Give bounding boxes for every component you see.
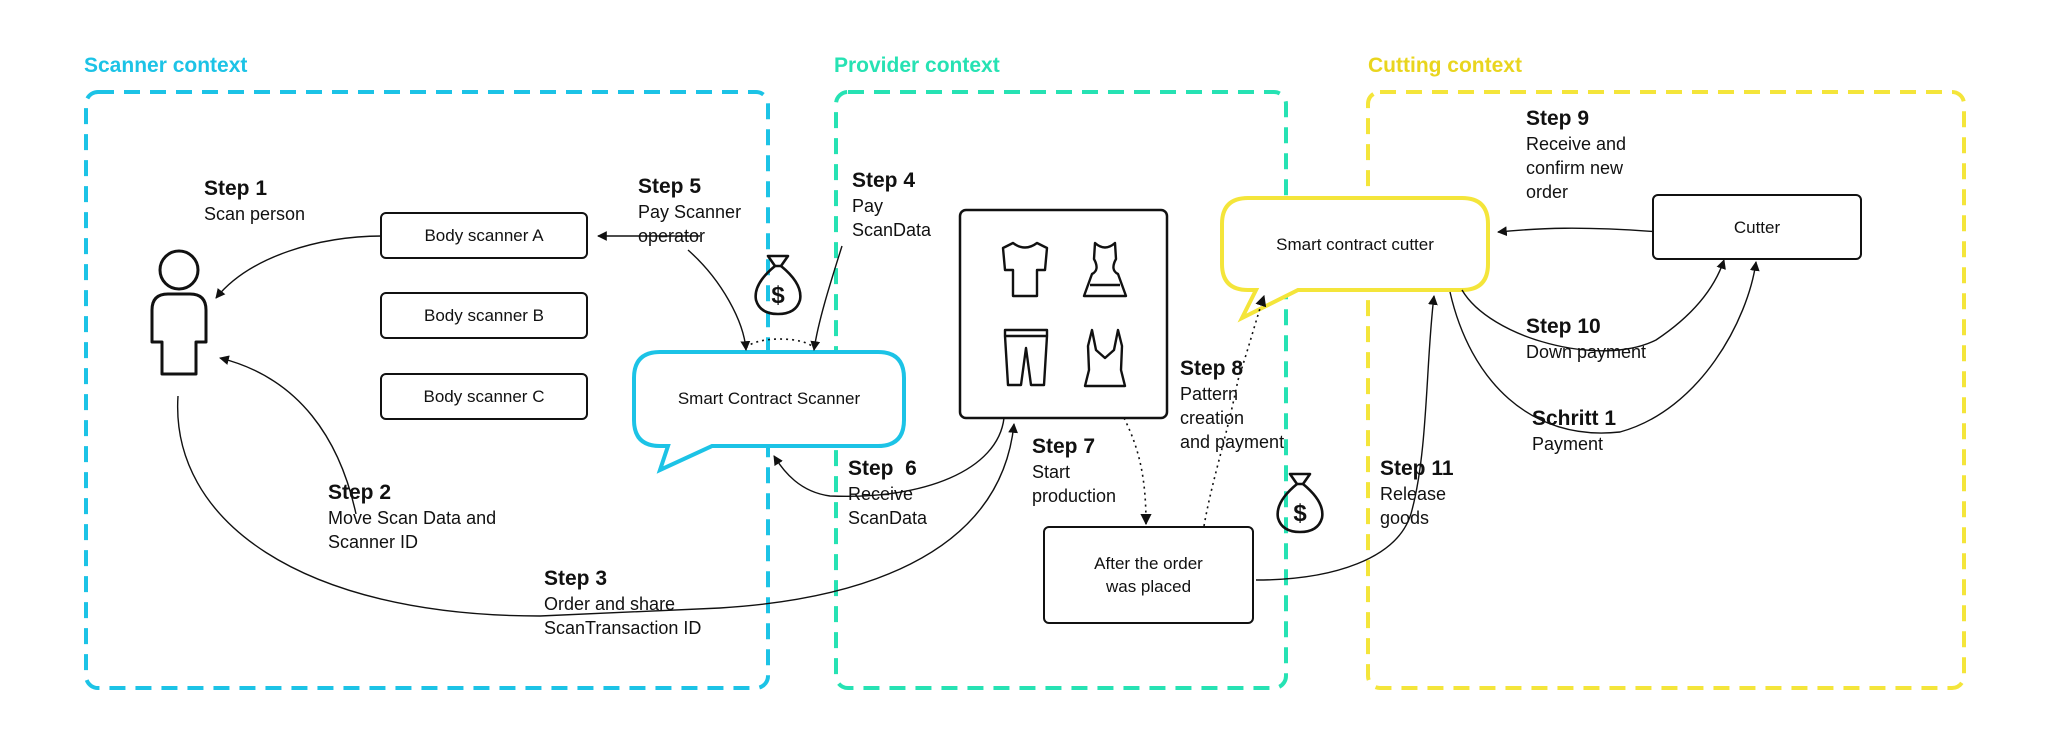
step-11-text-1: Release [1380,484,1447,504]
after-order-label-1: After the order [1094,554,1203,573]
pants-icon [1003,328,1049,387]
step-3-title: Step 3 [544,567,608,590]
step-6-title: Step 6 [848,457,917,480]
step1-arrow [215,235,384,299]
step-3-text-1: Order and share [544,594,676,614]
step9-arrow [1497,226,1661,237]
schritt1-arrow [1449,261,1760,434]
body-scanner-a: Body scanner A [380,212,588,259]
step-6-text-1: Receive [848,484,914,504]
dress-icon [1082,241,1128,298]
step4-curve [810,245,843,351]
step-9-label: Step 9 Receive and confirm new order [1526,106,1626,204]
svg-text:$: $ [771,282,785,309]
step-11-label: Step 11 Release goods [1380,456,1454,530]
step-10-title: Step 10 [1526,315,1601,338]
provider-context-title: Provider context [834,54,1000,77]
smart-contract-cutter-bubble [1220,196,1490,323]
smart-contract-scanner-label: Smart Contract Scanner [677,389,861,408]
step-1-label: Step 1 Scan person [204,176,305,226]
step-5-text-1: Pay Scanner [638,202,742,222]
step-4-text-1: Pay [852,196,884,216]
step-8-text-1: Pattern [1180,384,1239,404]
step-1-text: Scan person [204,204,306,224]
step5-curve [687,249,751,351]
step-9-text-3: order [1526,182,1569,202]
step-8-title: Step 8 [1180,357,1244,380]
step-11-text-2: goods [1380,508,1430,528]
step-7-text-2: production [1032,486,1117,506]
body-scanner-b: Body scanner B [380,292,588,339]
step-7-title: Step 7 [1032,435,1096,458]
step-9-title: Step 9 [1526,107,1590,130]
step8-dotted-arrow [1203,294,1267,527]
scanner-context-title: Scanner context [84,54,248,77]
step-4-text-2: ScanData [852,220,932,240]
step-3-text-2: ScanTransaction ID [544,618,702,638]
after-order-box: After the order was placed [1043,526,1254,624]
smart-contract-cutter-label: Smart contract cutter [1276,235,1434,254]
step7-dotted-arrow [1123,417,1152,526]
step-4-title: Step 4 [852,169,916,192]
after-order-label-2: was placed [1105,577,1192,596]
schritt-1-title: Schritt 1 [1532,407,1617,430]
step-11-title: Step 11 [1380,457,1454,480]
cutting-context-frame [1366,90,1966,690]
step-10-text: Down payment [1526,342,1647,362]
step-10-label: Step 10 Down payment [1526,314,1646,364]
body-scanner-c: Body scanner C [380,373,588,420]
step-7-text-1: Start [1032,462,1071,482]
step-2-label: Step 2 Move Scan Data and Scanner ID [328,480,496,554]
schritt-1-text: Payment [1532,434,1604,454]
step-8-text-2: creation [1180,408,1245,428]
schritt-1-label: Schritt 1 Payment [1532,406,1616,456]
person-icon [150,249,208,376]
money-bag-icon: $ [1276,472,1324,534]
tshirt-icon [1001,241,1049,298]
smart-contract-scanner-bubble [632,350,906,474]
cutter-box: Cutter [1652,194,1862,260]
svg-text:$: $ [1293,500,1307,527]
step-2-title: Step 2 [328,481,392,504]
top-icon [1083,328,1127,388]
step3-arrow [177,395,1018,617]
product-catalog-box [958,208,1169,420]
step-4-label: Step 4 Pay ScanData [852,168,931,242]
step-6-label: Step 6 Receive ScanData [848,456,927,530]
step-7-label: Step 7 Start production [1032,434,1116,508]
step-8-text-3: and payment [1180,432,1285,452]
connectors [177,226,1760,617]
dotted-connectors [745,294,1267,527]
step-5-label: Step 5 Pay Scanner operator [638,174,741,248]
step-5-text-2: operator [638,226,706,246]
provider-context-frame [834,90,1288,690]
step10-arrow [1461,259,1726,352]
step-2-text-1: Move Scan Data and [328,508,497,528]
step-3-label: Step 3 Order and share ScanTransaction I… [544,566,701,640]
step2-arrow [219,355,357,515]
step11-arrow [1255,295,1438,581]
step-1-title: Step 1 [204,177,268,200]
step-2-text-2: Scanner ID [328,532,419,552]
step-9-text-1: Receive and [1526,134,1627,154]
step6-arrow [773,417,1005,498]
step-9-text-2: confirm new [1526,158,1624,178]
step-8-label: Step 8 Pattern creation and payment [1180,356,1284,454]
step-6-text-2: ScanData [848,508,928,528]
payment-link [745,338,815,349]
cutting-context-title: Cutting context [1368,54,1522,77]
money-bag-icon: $ [754,254,802,316]
step-5-title: Step 5 [638,175,702,198]
